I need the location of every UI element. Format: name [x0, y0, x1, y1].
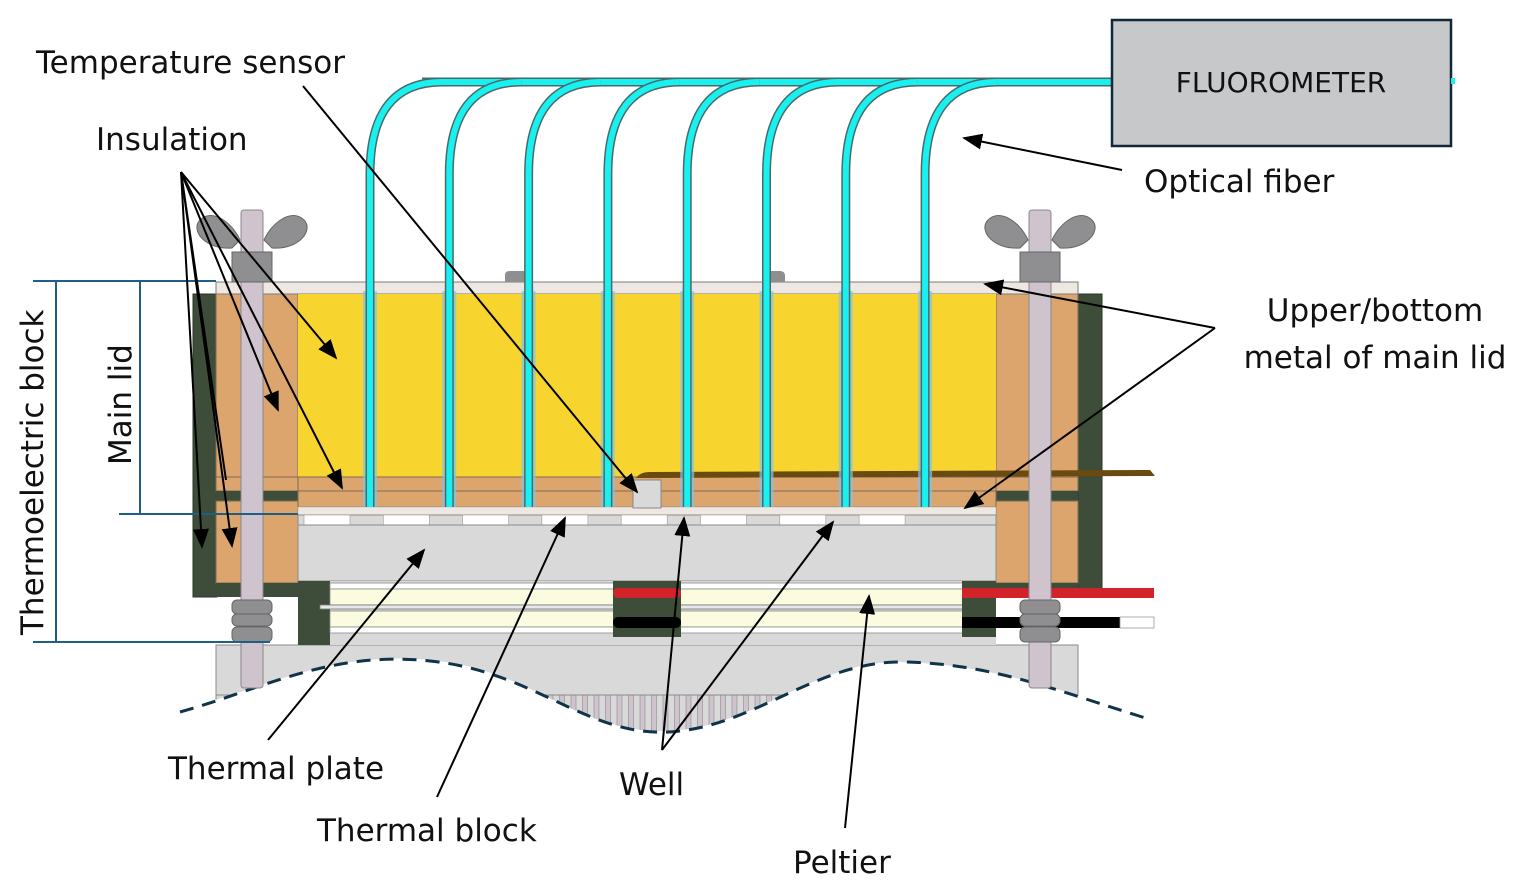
heat-sink-fin [708, 694, 715, 731]
heat-sink-fin [731, 694, 738, 731]
dimension-main-lid [119, 280, 298, 515]
heat-sink-fin [927, 694, 933, 731]
wing-nut-icon [196, 215, 241, 249]
optical-fiber-core [842, 79, 918, 507]
heat-sink-fin [858, 694, 864, 731]
heat-sink-fin [950, 694, 956, 731]
heat-sink-fin [835, 694, 841, 731]
optical-fiber-core [604, 79, 680, 507]
heat-sink-fin [766, 694, 772, 731]
well [462, 514, 509, 526]
heat-sink-fin [651, 694, 657, 731]
heat-sink-fin [823, 694, 830, 731]
label-upper-bottom-metal-line2: metal of main lid [1244, 340, 1507, 376]
label-thermal-block: Thermal block [316, 813, 537, 849]
well [858, 514, 906, 526]
well-strip [297, 514, 997, 526]
peltier-layer [298, 581, 1155, 645]
label-thermoelectric-block: Thermoelectric block [15, 309, 51, 636]
label-main-lid: Main lid [103, 344, 139, 465]
optical-fiber-core [446, 79, 522, 507]
heat-sink-fin [915, 694, 922, 731]
well [779, 514, 827, 526]
well [382, 514, 430, 526]
heat-sink-fin [904, 694, 910, 731]
wire-black [613, 617, 681, 628]
heat-sink-fin [938, 694, 945, 731]
heat-sink-fin [800, 694, 807, 731]
heat-sink-fin [685, 694, 692, 731]
fluorometer-label: FLUOROMETER [1176, 66, 1386, 99]
break-line [179, 657, 1153, 734]
right-bolt [984, 209, 1096, 689]
main-lid [215, 271, 1079, 516]
heat-sink-fin [605, 694, 611, 731]
heat-sink-fin [881, 694, 887, 731]
optical-fiber-core [684, 79, 760, 507]
leader-lines [180, 85, 1216, 829]
label-thermal-plate: Thermal plate [167, 751, 384, 787]
wire-red [613, 588, 681, 598]
heat-sink-fin [582, 694, 588, 731]
optical-fiber-core [367, 79, 443, 507]
heat-sink-fin [892, 694, 899, 731]
heat-sink-fin [846, 694, 853, 731]
heat-sink-fin [789, 694, 795, 731]
optical-fiber-core [525, 79, 601, 507]
well [700, 514, 747, 526]
wire-red-out [962, 588, 1154, 598]
heat-sink-fin [593, 694, 600, 731]
heat-sink-fin [961, 694, 968, 731]
label-optical-fiber: Optical fiber [1144, 164, 1335, 200]
label-peltier: Peltier [793, 845, 891, 881]
heat-sink-fin [743, 694, 749, 731]
optical-fiber-core [763, 79, 839, 507]
label-insulation: Insulation [96, 122, 248, 158]
heat-sink-fin [812, 694, 818, 731]
optical-fibers [363, 77, 1112, 507]
label-well: Well [619, 767, 684, 803]
left-bolt [196, 209, 308, 689]
label-temperature-sensor: Temperature sensor [35, 45, 345, 81]
heat-sink [215, 644, 1079, 731]
well [303, 514, 351, 526]
heat-sink-fin [628, 694, 634, 731]
heat-sink-fin [547, 694, 554, 731]
lid-upper-metal [215, 281, 1079, 295]
well [620, 514, 668, 526]
thermal-block [297, 524, 997, 582]
heat-sink-fin [674, 694, 680, 731]
heat-sink-fin [777, 694, 784, 731]
lid-foam-insulation [298, 294, 996, 477]
fluorometer: FLUOROMETER [1110, 18, 1455, 148]
heat-sink-fin [570, 694, 577, 731]
heat-sink-fin [984, 694, 991, 731]
heat-sink-fin [754, 694, 761, 731]
heat-sink-base [215, 644, 1079, 696]
heat-sink-fin [639, 694, 646, 731]
heat-sink-fin [973, 694, 979, 731]
heat-sink-fin [869, 694, 876, 731]
heat-sink-fin [996, 694, 1002, 731]
wing-nut-icon [984, 215, 1029, 249]
label-upper-bottom-metal-line1: Upper/bottom [1267, 293, 1483, 329]
heat-sink-fin [616, 694, 623, 731]
optical-fiber-core [922, 79, 998, 507]
